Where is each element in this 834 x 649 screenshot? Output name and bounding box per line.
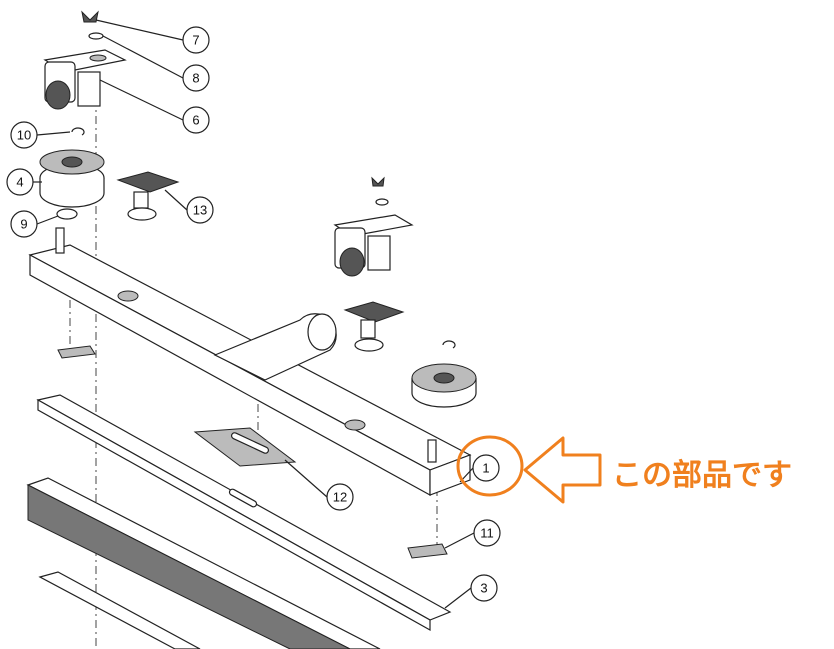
svg-text:4: 4 bbox=[16, 175, 23, 190]
callout-8: 8 bbox=[182, 64, 210, 92]
callout-10: 10 bbox=[10, 121, 38, 149]
e-ring-left bbox=[71, 127, 85, 136]
callout-1: 1 bbox=[472, 454, 500, 482]
callout-9: 9 bbox=[10, 210, 38, 238]
callout-3: 3 bbox=[470, 574, 498, 602]
annotation-text: この部品です bbox=[612, 458, 792, 493]
brush-strip bbox=[26, 477, 381, 649]
callout-4: 4 bbox=[6, 168, 34, 196]
callout-13: 13 bbox=[186, 196, 214, 224]
knob-left bbox=[116, 171, 180, 221]
leader-lines bbox=[33, 19, 475, 609]
callout-6: 6 bbox=[182, 106, 210, 134]
lower-rail bbox=[38, 571, 201, 649]
callout-12: 12 bbox=[326, 483, 354, 511]
svg-text:12: 12 bbox=[333, 490, 347, 505]
svg-text:11: 11 bbox=[480, 526, 494, 541]
pads bbox=[57, 345, 448, 559]
knob-right bbox=[343, 301, 456, 352]
svg-text:13: 13 bbox=[193, 203, 207, 218]
wing-nut-left bbox=[81, 10, 104, 40]
svg-text:8: 8 bbox=[192, 71, 199, 86]
svg-text:9: 9 bbox=[20, 217, 27, 232]
wheel-left bbox=[39, 149, 105, 208]
callout-7: 7 bbox=[182, 26, 210, 54]
svg-text:1: 1 bbox=[482, 461, 489, 476]
washer-left bbox=[56, 208, 78, 220]
caster-left bbox=[43, 49, 127, 110]
pointer-arrow-icon bbox=[523, 436, 602, 504]
channel-bar-part-3 bbox=[36, 394, 452, 632]
svg-text:6: 6 bbox=[192, 113, 199, 128]
svg-text:10: 10 bbox=[17, 128, 31, 143]
svg-text:3: 3 bbox=[480, 581, 487, 596]
svg-text:7: 7 bbox=[192, 33, 199, 48]
caster-right bbox=[333, 176, 414, 277]
wheel-right bbox=[411, 363, 477, 408]
highlight-circle bbox=[456, 435, 524, 497]
callout-11: 11 bbox=[473, 519, 501, 547]
main-bar-part-1 bbox=[28, 227, 472, 497]
